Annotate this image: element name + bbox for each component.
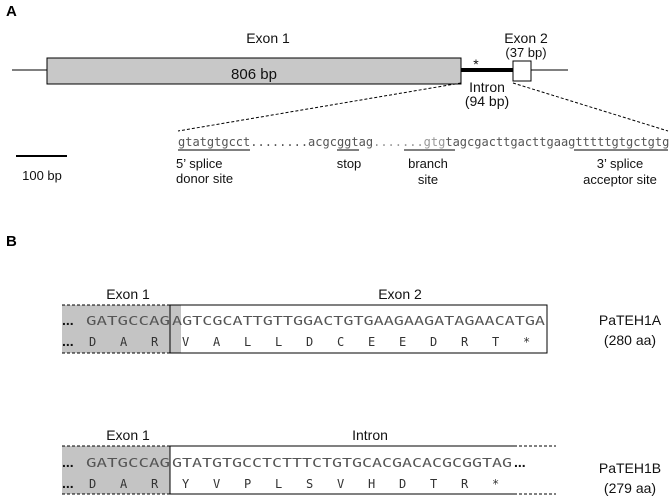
acceptor-label-2: acceptor site — [583, 172, 657, 187]
amino-acid: R — [461, 335, 469, 349]
amino-acid: R — [461, 477, 469, 491]
row-a-exon2-box — [169, 304, 548, 354]
seq-part-gray: gtg — [424, 135, 446, 149]
seq-part: acgcgg — [308, 135, 351, 149]
donor-label-2: donor site — [176, 171, 233, 186]
amino-acid: L — [244, 335, 251, 349]
amino-acid: D — [306, 335, 313, 349]
amino-acid: R — [151, 477, 159, 491]
amino-acid: D — [89, 477, 96, 491]
amino-acid: * — [523, 335, 530, 349]
amino-acid: D — [89, 335, 96, 349]
alignment-row-a: Exon 1 Exon 2 ... GATGCCAG AGTCGCATTGTTG… — [62, 286, 662, 354]
seq-acceptor: tttttgtgctgtg — [575, 135, 669, 149]
row-a-protein-length: (280 aa) — [604, 332, 656, 348]
row-a-aa-dots: ... — [62, 333, 74, 349]
stop-label: stop — [337, 156, 362, 171]
seq-donor: gtatgtgcct — [178, 135, 250, 149]
row-a-exon1-header: Exon 1 — [106, 286, 150, 302]
amino-acid: E — [399, 335, 406, 349]
amino-acid: L — [275, 335, 282, 349]
row-b-exon1-header: Exon 1 — [106, 427, 150, 443]
seq-branch: tagcgac — [445, 135, 496, 149]
row-a-exon1-nt: GATGCCAG — [86, 314, 170, 328]
intron-size: (94 bp) — [465, 93, 509, 109]
row-a-exon1-shade — [62, 305, 181, 353]
exon2-size: (37 bp) — [505, 45, 546, 60]
amino-acid: A — [213, 335, 221, 349]
amino-acid: P — [244, 477, 251, 491]
amino-acid: Y — [182, 477, 190, 491]
exon2-label: Exon 2 — [504, 30, 548, 46]
amino-acid: H — [368, 477, 375, 491]
seq-part-2: ttgacttgaag — [496, 135, 575, 149]
row-a-nt-dots: ... — [62, 312, 74, 328]
amino-acid: E — [368, 335, 375, 349]
exon1-size: 806 bp — [231, 66, 277, 83]
seq-dots-1: ........ — [250, 135, 308, 149]
row-b-aa-dots: ... — [62, 475, 74, 491]
exon1-label: Exon 1 — [246, 30, 290, 46]
intron-label: Intron — [469, 79, 505, 95]
branch-label-1: branch — [408, 156, 448, 171]
row-a-protein-name: PaTEH1A — [599, 312, 662, 328]
amino-acid: V — [182, 335, 189, 349]
zoom-line-left — [177, 82, 462, 132]
row-a-amino-acids: D A R V A L L D C E E D R T * — [89, 335, 530, 349]
row-a-exon2-header: Exon 2 — [378, 286, 422, 302]
amino-acid: R — [151, 335, 159, 349]
row-a-exon2-nt: AGTCGCATTGTTGGACTGTGAAGAAGATAGAACATGA — [172, 314, 546, 328]
acceptor-label-1: 3’ splice — [597, 156, 643, 171]
seq-stop: tag — [351, 135, 373, 149]
row-b-exon1-shade — [62, 446, 170, 494]
row-b-amino-acids: D A R Y V P L S V H D T R * — [89, 477, 499, 491]
exon2-box — [512, 60, 532, 82]
panel-b-label: B — [6, 233, 17, 250]
amino-acid: T — [492, 335, 499, 349]
amino-acid: * — [492, 477, 499, 491]
seq-dots-2: ....... — [373, 135, 424, 149]
branch-label-2: site — [418, 172, 438, 187]
amino-acid: T — [430, 477, 437, 491]
amino-acid: V — [337, 477, 344, 491]
row-b-intron-header: Intron — [352, 427, 388, 443]
amino-acid: A — [120, 477, 128, 491]
donor-label-1: 5’ splice — [176, 156, 222, 171]
row-b-protein-name: PaTEH1B — [599, 460, 661, 476]
row-b-nt-dots: ... — [62, 454, 74, 470]
row-b-exon1-nt: GATGCCAG — [86, 456, 170, 470]
panel-a-label: A — [6, 3, 17, 20]
amino-acid: L — [275, 477, 282, 491]
amino-acid: V — [213, 477, 220, 491]
row-b-nt-trailing-dots: ... — [514, 454, 526, 470]
intron-sequence: gtatgtgcct........acgcggtag.......gtgtag… — [178, 135, 669, 149]
amino-acid: D — [399, 477, 406, 491]
amino-acid: C — [337, 335, 344, 349]
alignment-row-b: Exon 1 Intron ... GATGCCAG GTATGTGCCTCTT… — [62, 427, 661, 496]
scale-bar-label: 100 bp — [22, 168, 62, 183]
row-b-protein-length: (279 aa) — [604, 480, 656, 496]
stop-star: * — [473, 56, 479, 72]
amino-acid: D — [430, 335, 437, 349]
amino-acid: S — [306, 477, 313, 491]
amino-acid: A — [120, 335, 128, 349]
row-b-intron-nt: GTATGTGCCTCTTTCTGTGCACGACACGCGGTAG — [172, 456, 512, 470]
zoom-line-right — [512, 82, 669, 132]
